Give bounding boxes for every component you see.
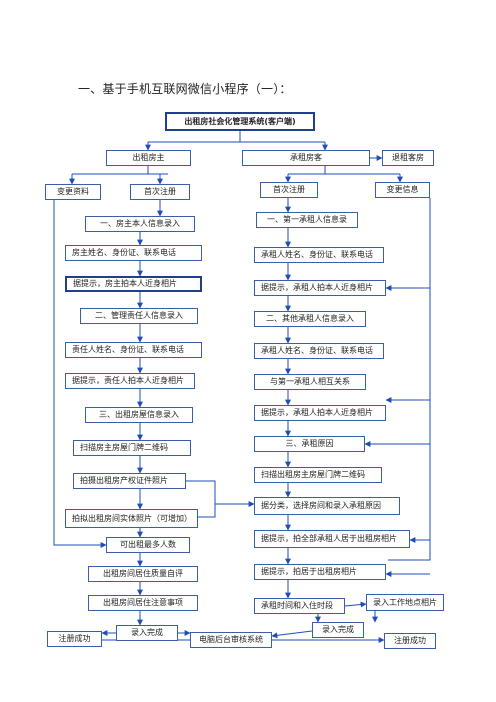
tenant-relation-box: 与第一承租人相互关系 bbox=[254, 374, 366, 390]
tenant-entry-done-box: 录入完成 bbox=[312, 622, 364, 638]
landlord-step1-fields-box: 房主姓名、身份证、联系电话 bbox=[65, 245, 202, 261]
landlord-photo-cert-box: 拍摄出租房产权证件照片 bbox=[73, 473, 186, 489]
tenant-step2-fields-box: 承租人姓名、身份证、联系电话 bbox=[254, 343, 384, 359]
tenant-step2-photo-box: 据提示，承租人拍本人近身相片 bbox=[254, 405, 386, 421]
tenant-first-register-box: 首次注册 bbox=[260, 182, 318, 198]
landlord-step3-box: 三、出租房屋信息录入 bbox=[85, 407, 193, 423]
landlord-step1-box: 一、房主本人信息录入 bbox=[85, 216, 195, 232]
landlord-notices-box: 出租房间居住注意事项 bbox=[88, 595, 198, 611]
edge-feed-right-2 bbox=[198, 504, 216, 518]
edge-right-done-to-backend bbox=[271, 630, 313, 639]
landlord-register-success-box: 注册成功 bbox=[47, 631, 102, 647]
landlord-step2-photo-box: 据提示，责任人拍本人近身相片 bbox=[65, 373, 195, 389]
tenant-step1-photo-box: 据提示，承租人拍本人近身相片 bbox=[254, 280, 386, 296]
tenant-change-box: 变更信息 bbox=[375, 182, 430, 198]
landlord-scan-plate-box: 扫描房主房屋门牌二维码 bbox=[73, 440, 191, 456]
tenant-step3-box: 三、承租原因 bbox=[254, 436, 365, 452]
system-title-box: 出租房社会化管理系统(客户端) bbox=[165, 112, 315, 131]
backend-review-box: 电脑后台审核系统 bbox=[190, 632, 272, 648]
landlord-change-box: 变更资料 bbox=[45, 184, 101, 200]
landlord-step2-box: 二、管理责任人信息录入 bbox=[80, 308, 198, 324]
edge-feed-right bbox=[186, 480, 238, 505]
edge-change-right-bypass bbox=[388, 198, 431, 561]
tenant-classify-box: 据分类，选择房间和录入承租原因 bbox=[254, 497, 400, 515]
tenant-step1-box: 一、第一承租人信息录 bbox=[256, 212, 358, 228]
landlord-step2-fields-box: 责任人姓名、身份证、联系电话 bbox=[65, 342, 202, 358]
tenant-photo-all-box: 据提示，拍全部承租人居于出租房相片 bbox=[254, 530, 410, 548]
tenant-step1-fields-box: 承租人姓名、身份证、联系电话 bbox=[254, 247, 384, 263]
tenant-time-entry-box: 承租时间和入住时段 bbox=[254, 598, 345, 614]
landlord-branch-box: 出租房主 bbox=[106, 150, 191, 166]
page-heading: 一、基于手机互联网微信小程序（一）： bbox=[78, 82, 292, 96]
landlord-step1-photo-box: 据提示，房主拍本人近身相片 bbox=[65, 276, 202, 292]
tenant-branch-box: 承租房客 bbox=[242, 150, 370, 166]
edge-change-left-bypass bbox=[53, 200, 107, 548]
landlord-first-register-box: 首次注册 bbox=[130, 184, 190, 200]
tenant-step2-box: 二、其他承租人信息录入 bbox=[254, 311, 366, 327]
tenant-work-photo-box: 录入工作地点相片 bbox=[366, 594, 444, 611]
landlord-quality-review-box: 出租房间居住质量自评 bbox=[88, 566, 198, 582]
edge-to-work-photo bbox=[344, 601, 367, 608]
tenant-photo-live-box: 据提示，拍居于出租房相片 bbox=[254, 564, 386, 580]
landlord-photo-rooms-box: 拍拟出租房间实体照片（可增加） bbox=[65, 509, 198, 528]
landlord-entry-done-box: 录入完成 bbox=[116, 625, 178, 641]
tenant-scan-plate-box: 扫描出租房主房屋门牌二维码 bbox=[254, 467, 382, 483]
tenant-checkout-box: 退租客房 bbox=[382, 150, 434, 166]
landlord-max-tenants-box: 可出租最多人数 bbox=[106, 537, 190, 553]
tenant-register-success-box: 注册成功 bbox=[384, 633, 436, 649]
